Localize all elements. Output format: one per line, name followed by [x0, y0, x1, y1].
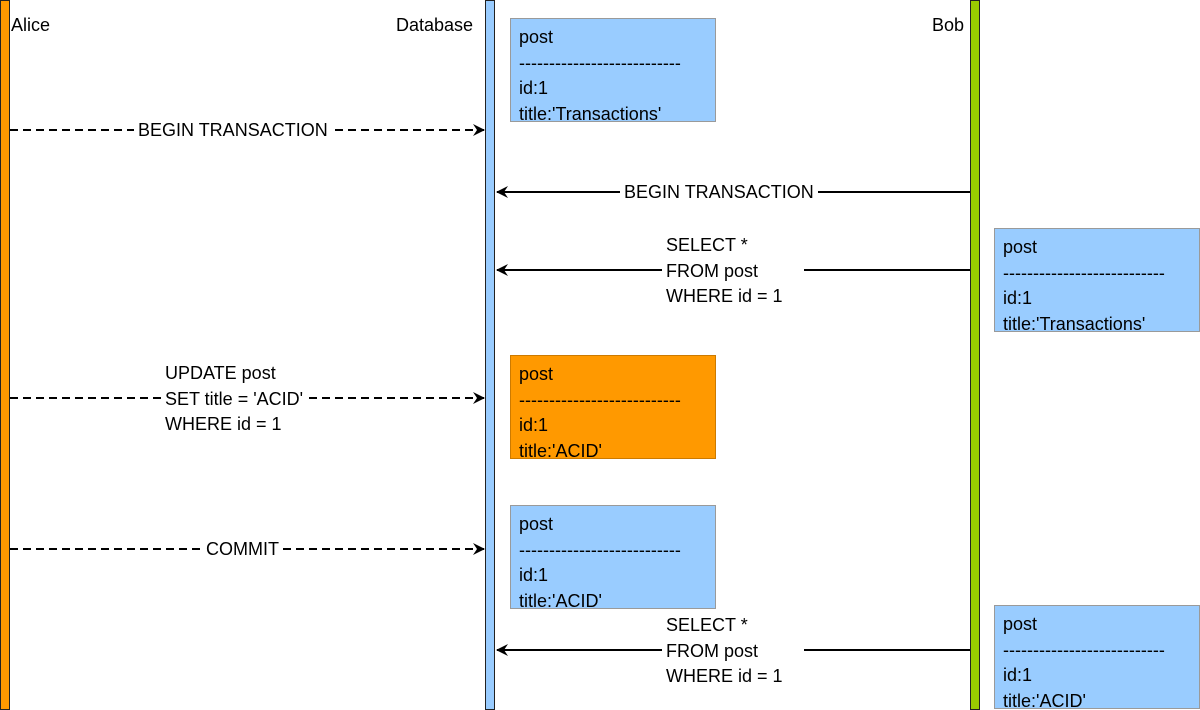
bob-label: Bob	[932, 15, 965, 35]
record-box: post --------------------------- id:1 ti…	[510, 18, 716, 124]
record-box: post --------------------------- id:1 ti…	[994, 228, 1200, 334]
message-label: COMMIT	[202, 537, 283, 563]
message-label: SELECT * FROM post WHERE id = 1	[662, 233, 804, 310]
message-label: BEGIN TRANSACTION	[620, 180, 818, 206]
record-box: post --------------------------- id:1 ti…	[994, 605, 1200, 710]
database-label: Database	[396, 15, 474, 35]
message-label: SELECT * FROM post WHERE id = 1	[662, 613, 804, 690]
record-box: post --------------------------- id:1 ti…	[510, 355, 716, 461]
message-label: UPDATE post SET title = 'ACID' WHERE id …	[161, 361, 308, 438]
record-box: post --------------------------- id:1 ti…	[510, 505, 716, 611]
alice-label: Alice	[11, 15, 51, 35]
message-label: BEGIN TRANSACTION	[134, 118, 332, 144]
